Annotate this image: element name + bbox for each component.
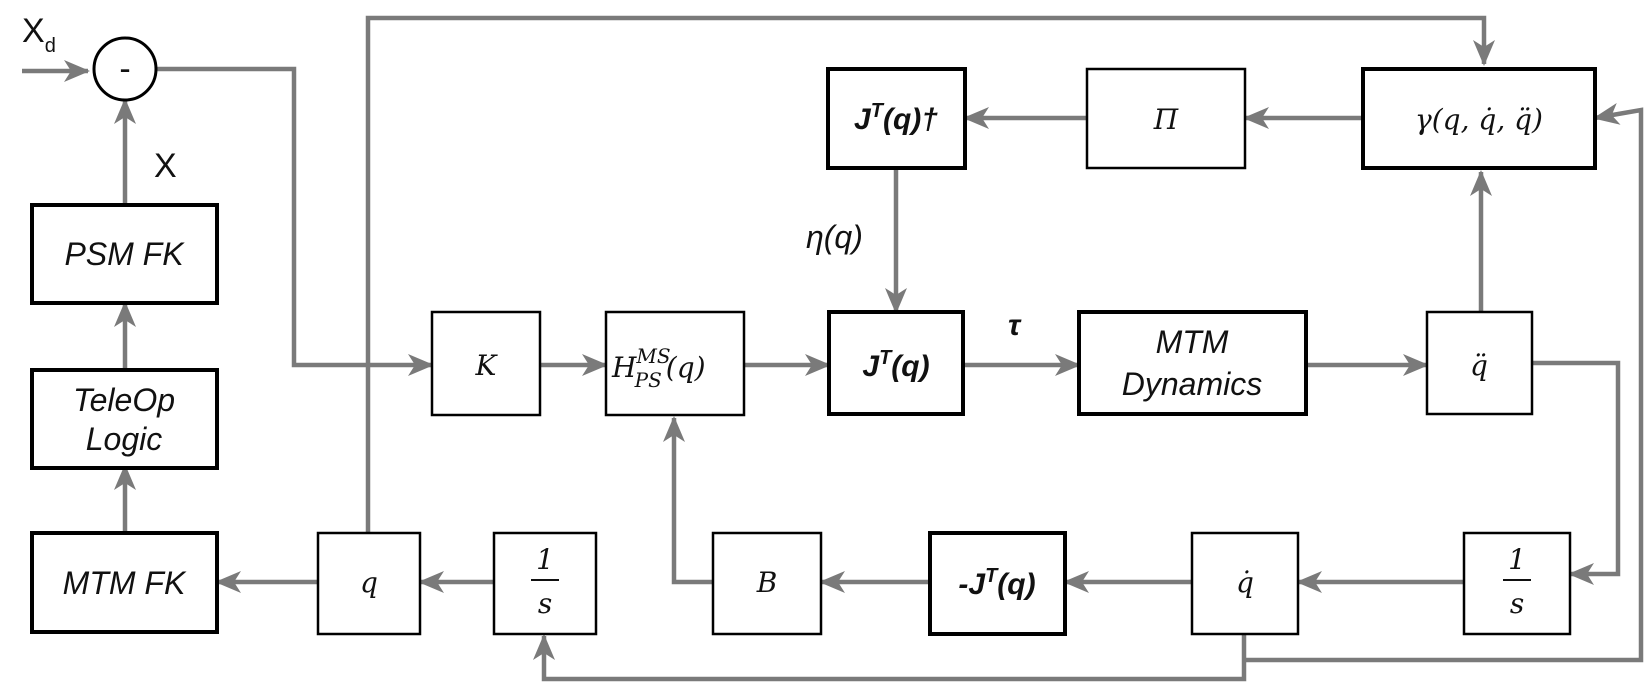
- b-block: B: [711, 531, 823, 636]
- q-label: q: [360, 566, 378, 599]
- mtm-dynamics-line1: MTM: [1156, 324, 1229, 360]
- neg-jt-label: -JT(q): [958, 565, 1035, 601]
- pi-block: Π: [1085, 67, 1247, 170]
- jt-label: JT(q): [862, 347, 929, 383]
- jt-pseudoinverse-block: JT(q)†: [826, 67, 967, 170]
- integrator-right-num: 1: [1508, 543, 1526, 576]
- integrator-left-num: 1: [536, 543, 554, 576]
- signal-x-label: X: [154, 147, 177, 185]
- teleop-logic-block: TeleOp Logic: [30, 368, 219, 470]
- gamma-block: γ(q, q̇, q̈): [1361, 67, 1597, 170]
- mtm-dynamics-block: MTM Dynamics: [1077, 310, 1308, 416]
- signal-xd-label: Xd: [22, 12, 56, 57]
- integrator-left-den: s: [538, 587, 552, 620]
- mtm-fk-label: MTM FK: [63, 565, 187, 601]
- wire-sum-to-k: [156, 66, 434, 376]
- signal-eta-label: η(q): [806, 219, 863, 255]
- wire-qdot-to-int-left: [533, 634, 1247, 682]
- mtm-dynamics-line2: Dynamics: [1122, 366, 1262, 402]
- jt-pseudoinverse-label: JT(q)†: [854, 100, 938, 136]
- pi-label: Π: [1153, 103, 1179, 136]
- qddot-label: q̈: [1470, 349, 1488, 382]
- integrator-left-block: 1 s: [492, 531, 598, 636]
- integrator-right-den: s: [1510, 587, 1524, 620]
- wires: [22, 15, 1644, 682]
- psm-fk-label: PSM FK: [64, 236, 185, 272]
- k-block: K: [430, 310, 542, 417]
- qdot-block: q̇: [1190, 531, 1300, 636]
- wire-b-to-h: [663, 416, 713, 585]
- teleop-logic-line1: TeleOp: [73, 382, 175, 418]
- jt-block: JT(q): [827, 310, 965, 416]
- wire-q-to-gamma: [365, 15, 1495, 533]
- mtm-fk-block: MTM FK: [30, 531, 219, 634]
- summing-junction-sign: -: [119, 50, 130, 88]
- summing-junction: -: [92, 36, 158, 102]
- signal-tau-label: τ: [1008, 309, 1022, 342]
- wire-qdot-to-gamma: [1244, 103, 1644, 663]
- b-label: B: [756, 566, 778, 599]
- wire-qddot-to-int-right: [1532, 360, 1621, 585]
- qddot-block: q̈: [1425, 310, 1534, 416]
- qdot-label: q̇: [1236, 566, 1254, 599]
- integrator-right-block: 1 s: [1462, 531, 1572, 636]
- k-label: K: [475, 349, 499, 382]
- neg-jt-block: -JT(q): [928, 531, 1067, 636]
- q-block: q: [316, 531, 422, 636]
- teleop-logic-line2: Logic: [86, 421, 163, 457]
- gamma-label: γ(q, q̇, q̈): [1415, 103, 1543, 136]
- psm-fk-block: PSM FK: [30, 203, 219, 305]
